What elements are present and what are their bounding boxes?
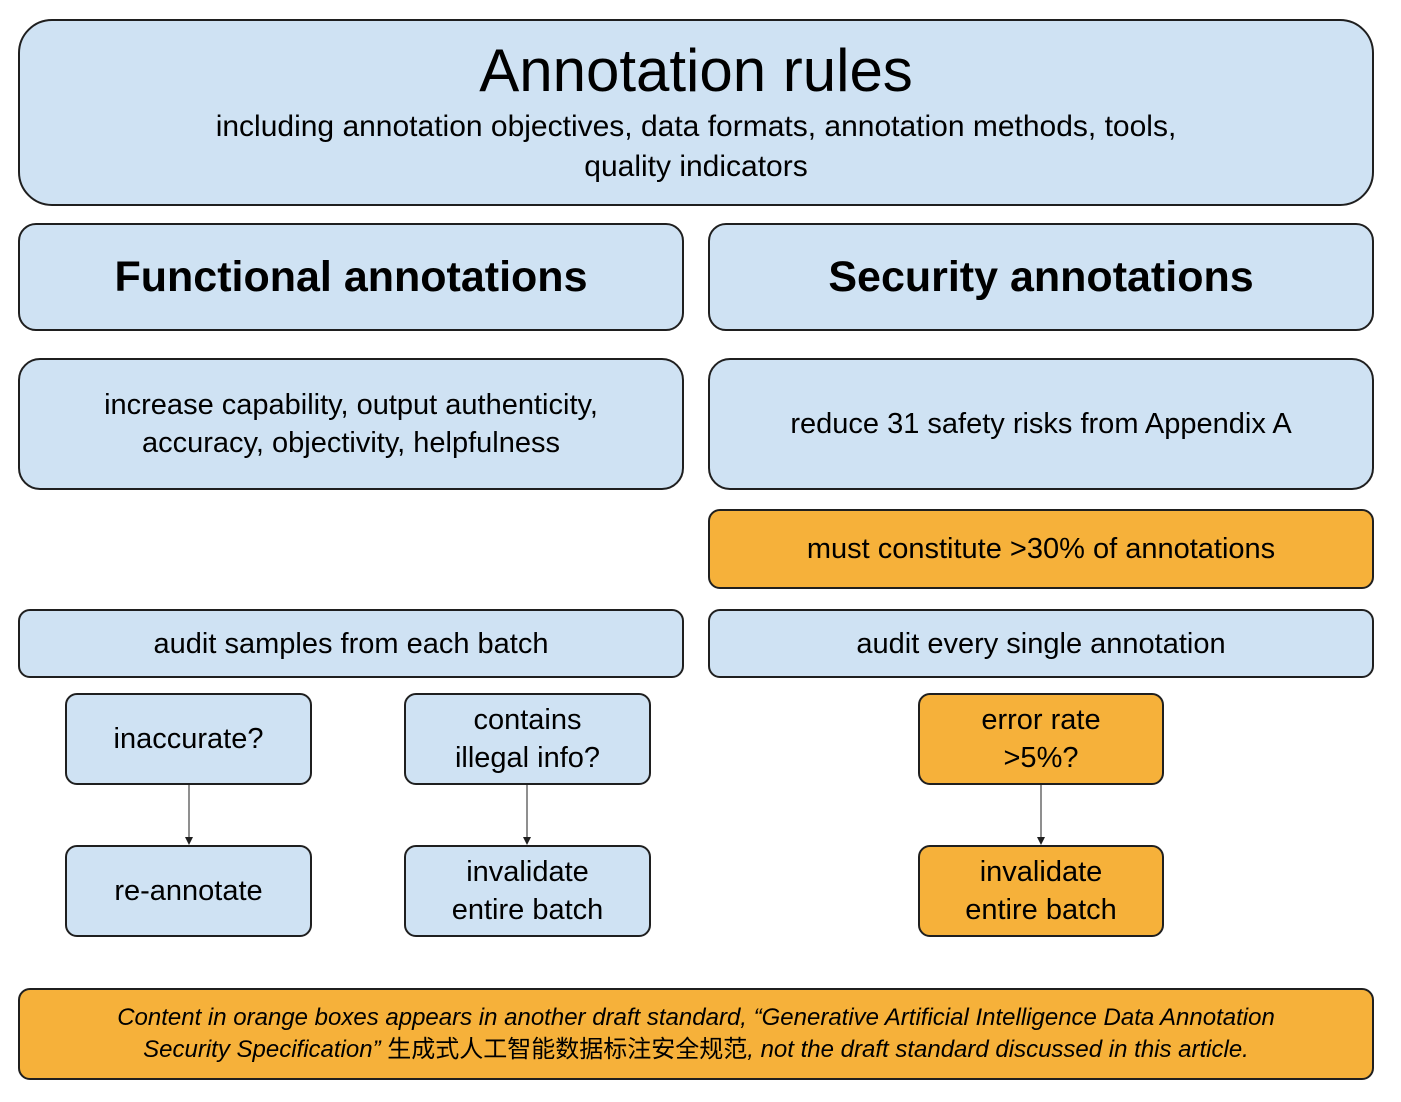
action-functional-invalidate-line-2: entire batch [451, 894, 604, 926]
action-security-invalidate-line-2: entire batch [965, 894, 1117, 926]
check-illegal-line-1: contains [473, 704, 582, 736]
security-audit-text: audit every single annotation [856, 627, 1226, 660]
check-error-rate-line-2: >5%? [1003, 742, 1079, 774]
functional-audit-box: audit samples from each batch [18, 609, 684, 678]
action-reannotate-text: re-annotate [114, 875, 263, 907]
functional-goal-line-1: increase capability, output authenticity… [104, 389, 598, 421]
action-functional-invalidate-line-1: invalidate [466, 856, 589, 888]
check-error-rate-node: error rate >5%? [918, 693, 1164, 785]
check-inaccurate-node: inaccurate? [65, 693, 312, 785]
action-security-invalidate-line-1: invalidate [979, 856, 1103, 888]
functional-goal-line-2: accuracy, objectivity, helpfulness [141, 427, 560, 459]
header-box: Annotation rules including annotation ob… [18, 19, 1374, 206]
security-share-box: must constitute >30% of annotations [708, 509, 1374, 589]
security-heading: Security annotations [828, 253, 1254, 301]
diagram-subtitle-line-1: including annotation objectives, data fo… [215, 109, 1177, 143]
action-reannotate-node: re-annotate [65, 845, 312, 937]
footnote-line-2: Security Specification” 生成式人工智能数据标注安全规范,… [143, 1034, 1249, 1066]
footnote-standard-name-cjk: 生成式人工智能数据标注安全规范 [387, 1036, 748, 1063]
check-illegal-node: contains illegal info? [404, 693, 651, 785]
check-illegal-line-2: illegal info? [454, 742, 601, 774]
functional-heading-box: Functional annotations [18, 223, 684, 331]
footnote-box: Content in orange boxes appears in anoth… [18, 988, 1374, 1080]
footnote-line-2-end: , not the draft standard discussed in th… [747, 1036, 1249, 1063]
action-security-invalidate-node: invalidate entire batch [918, 845, 1164, 937]
security-goal-text: reduce 31 safety risks from Appendix A [790, 408, 1292, 440]
footnote-line-2-start: Security Specification” [143, 1036, 388, 1063]
action-functional-invalidate-node: invalidate entire batch [404, 845, 651, 937]
security-heading-box: Security annotations [708, 223, 1374, 331]
diagram-title: Annotation rules [479, 36, 913, 104]
security-audit-box: audit every single annotation [708, 609, 1374, 678]
check-inaccurate-text: inaccurate? [113, 723, 264, 755]
diagram-subtitle-line-2: quality indicators [584, 149, 808, 183]
functional-heading: Functional annotations [114, 253, 588, 301]
check-error-rate-line-1: error rate [981, 704, 1101, 736]
security-share-text: must constitute >30% of annotations [806, 533, 1276, 565]
security-goal-box: reduce 31 safety risks from Appendix A [708, 358, 1374, 490]
functional-goal-box: increase capability, output authenticity… [18, 358, 684, 490]
functional-audit-text: audit samples from each batch [153, 627, 549, 660]
footnote-line-1: Content in orange boxes appears in anoth… [117, 1004, 1275, 1031]
